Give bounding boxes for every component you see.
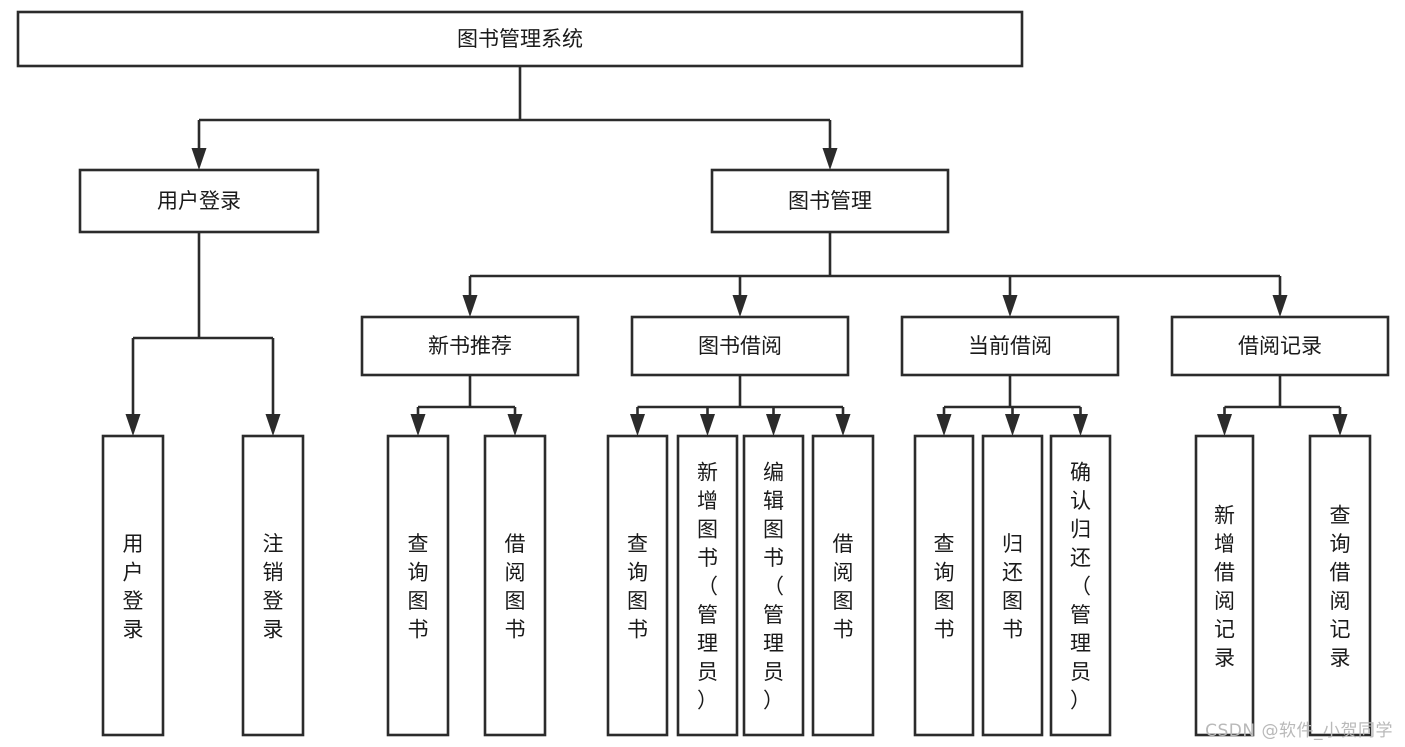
arrow-to-leaf_bb_query (630, 414, 645, 436)
node-label: 用户登录 (123, 532, 144, 642)
node-label: 当前借阅 (968, 334, 1052, 358)
arrow-to-l2_book_manage (822, 148, 838, 170)
node-leaf_bb_add[interactable]: 新增图书（管理员） (676, 434, 739, 737)
arrow-to-l3_new_book (462, 295, 478, 317)
node-l3_borrow_record[interactable]: 借阅记录 (1170, 315, 1390, 377)
node-label: 归还图书 (1002, 532, 1023, 642)
node-label: 图书管理系统 (457, 27, 583, 51)
node-l2_book_manage[interactable]: 图书管理 (710, 168, 950, 234)
node-label: 借阅记录 (1238, 334, 1322, 358)
node-l3_current_borrow[interactable]: 当前借阅 (900, 315, 1120, 377)
arrow-to-leaf_logout (265, 414, 281, 436)
node-leaf_br_add[interactable]: 新增借阅记录 (1194, 434, 1255, 737)
node-l3_new_book[interactable]: 新书推荐 (360, 315, 580, 377)
node-leaf_logout[interactable]: 注销登录 (241, 434, 305, 737)
edge-group-l2_user_login (125, 232, 281, 436)
node-label: 查询图书 (934, 532, 955, 642)
arrow-to-leaf_cb_return (1005, 414, 1020, 436)
node-label: 查询图书 (408, 532, 429, 642)
arrow-to-leaf_nb_borrow (507, 414, 523, 436)
arrow-to-l3_book_borrow (732, 295, 748, 317)
node-root[interactable]: 图书管理系统 (16, 10, 1024, 68)
connector-layer (125, 66, 1348, 436)
node-label: 图书借阅 (698, 334, 782, 358)
arrow-to-leaf_cb_confirm (1073, 414, 1088, 436)
arrow-to-leaf_bb_edit (766, 414, 781, 436)
node-leaf_user_login[interactable]: 用户登录 (101, 434, 165, 737)
node-leaf_br_query[interactable]: 查询借阅记录 (1308, 434, 1372, 737)
arrow-to-leaf_br_add (1217, 414, 1232, 436)
edge-group-l2_book_manage (462, 232, 1288, 317)
node-l2_user_login[interactable]: 用户登录 (78, 168, 320, 234)
node-leaf_nb_query[interactable]: 查询图书 (386, 434, 450, 737)
node-label: 借阅图书 (505, 532, 526, 642)
node-label: 注销登录 (263, 532, 284, 642)
edge-group-l3_book_borrow (630, 375, 851, 436)
arrow-to-l3_borrow_record (1272, 295, 1288, 317)
node-label: 图书管理 (788, 189, 872, 213)
node-label: 借阅图书 (833, 532, 854, 642)
edge-group-l3_current_borrow (936, 375, 1088, 436)
node-layer: 图书管理系统用户登录图书管理新书推荐图书借阅当前借阅借阅记录用户登录注销登录查询… (16, 10, 1390, 737)
arrow-to-l2_user_login (191, 148, 207, 170)
node-leaf_bb_borrow[interactable]: 借阅图书 (811, 434, 875, 737)
node-label: 用户登录 (157, 189, 241, 213)
edge-group-l3_borrow_record (1217, 375, 1348, 436)
node-label: 编辑图书（管理员） (763, 461, 784, 713)
node-label: 查询图书 (627, 532, 648, 642)
node-leaf_bb_edit[interactable]: 编辑图书（管理员） (742, 434, 805, 737)
edge-group-root (191, 66, 838, 170)
node-leaf_nb_borrow[interactable]: 借阅图书 (483, 434, 547, 737)
arrow-to-leaf_user_login (125, 414, 141, 436)
arrow-to-leaf_bb_borrow (835, 414, 851, 436)
arrow-to-leaf_cb_query (936, 414, 952, 436)
arrow-to-leaf_bb_add (700, 414, 715, 436)
node-leaf_cb_query[interactable]: 查询图书 (913, 434, 975, 737)
node-leaf_bb_query[interactable]: 查询图书 (606, 434, 669, 737)
node-label: 新增借阅记录 (1214, 503, 1235, 670)
node-leaf_cb_return[interactable]: 归还图书 (981, 434, 1044, 737)
edge-group-l3_new_book (410, 375, 523, 436)
node-label: 新书推荐 (428, 334, 512, 358)
node-label: 新增图书（管理员） (697, 461, 718, 713)
node-label: 确认归还（管理员） (1070, 461, 1091, 713)
arrow-to-leaf_nb_query (410, 414, 426, 436)
arrow-to-leaf_br_query (1332, 414, 1348, 436)
node-leaf_cb_confirm[interactable]: 确认归还（管理员） (1049, 434, 1112, 737)
node-l3_book_borrow[interactable]: 图书借阅 (630, 315, 850, 377)
node-label: 查询借阅记录 (1330, 503, 1351, 670)
arrow-to-l3_current_borrow (1002, 295, 1018, 317)
